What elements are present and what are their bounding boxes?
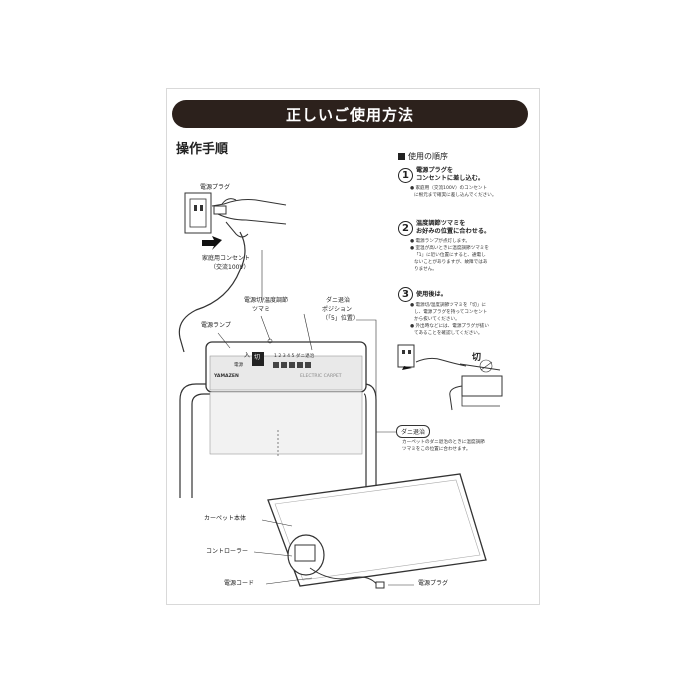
step-2-title-2: お好みの位置に合わせる。 <box>416 228 491 235</box>
controller-scale: 1 2 3 4 5 ダニ退治 <box>274 354 315 359</box>
step-1-note-1: ● 家庭用（交流100V）のコンセント <box>410 186 488 191</box>
wall-outlet-illustration <box>184 192 212 234</box>
label-knob-1: 電源切/温度調節 <box>244 297 289 304</box>
label-knob-2: ツマミ <box>252 306 271 313</box>
step-1-title-1: 電源プラグを <box>416 167 454 174</box>
step-3-note-5: てあることを確認してください。 <box>414 331 483 336</box>
label-power-cord: 電源コード <box>224 580 255 587</box>
controller-model: ELECTRIC CARPET <box>300 374 342 379</box>
usage-order-text: 使用の順序 <box>408 152 448 161</box>
controller-on-label: 入 <box>244 352 251 359</box>
label-controller: コントローラー <box>206 548 249 555</box>
step-3-title-1: 使用後は。 <box>416 291 447 298</box>
label-mite-2: ポジション <box>322 306 353 313</box>
label-mite-3: （「5」位置） <box>322 315 359 322</box>
section-title: 操作手順 <box>176 142 229 157</box>
step-3-note-3: から抜いてください。 <box>414 317 460 322</box>
label-power-plug-bottom: 電源プラグ <box>418 580 449 587</box>
label-carpet-body: カーペット本体 <box>204 515 247 522</box>
step-2-number: 2 <box>398 221 413 236</box>
power-cord-line <box>178 231 246 353</box>
banner-title: 正しいご使用方法 <box>172 100 528 128</box>
controller-brand: YAMAZEN <box>214 374 239 379</box>
controller-lamp-label: 電源 <box>234 363 244 368</box>
step3-outlet <box>397 344 415 368</box>
label-power-plug-top: 電源プラグ <box>200 184 231 191</box>
mite-box-text-1: カーペットのダニ退治のときに温度調節 <box>402 440 485 445</box>
insert-arrow-icon <box>202 236 222 250</box>
step-3-note-4: ● 外出時などには、電源プラグが抜い <box>410 324 489 329</box>
hand-plug-illustration <box>211 198 287 238</box>
step-1-note-2: に根元まで確実に差し込んでください。 <box>414 193 497 198</box>
step-2-note-4: ないことがありますが、故障ではあ <box>414 260 488 265</box>
step-1-number: 1 <box>398 168 413 183</box>
step-2-title-1: 温度調節ツマミを <box>416 220 466 227</box>
carpet-flap <box>209 391 363 455</box>
step-3-note-2: し、電源プラグを持ってコンセント <box>414 310 488 315</box>
mite-box-title: ダニ退治 <box>396 425 431 438</box>
label-power-lamp: 電源ランプ <box>201 322 231 329</box>
step-1-title-2: コンセントに差し込む。 <box>416 175 485 182</box>
label-household-outlet-1: 家庭用コンセント <box>202 255 251 262</box>
step-2-note-2: ● 室温が高いときに温度調節ツマミを <box>410 246 489 251</box>
step-2-note-5: りません。 <box>414 267 437 272</box>
usage-order-title: 使用の順序 <box>398 152 448 162</box>
controller-off-label: 切 <box>254 354 261 361</box>
step-2-note-1: ● 電源ランプが点灯します。 <box>410 239 470 244</box>
label-household-outlet-2: （交流100V） <box>210 264 250 271</box>
mite-box-text-2: ツマミをこの位置に合わせます。 <box>402 447 471 452</box>
carpet-power-cord <box>309 567 379 587</box>
step-3-note-1: ● 電源切/温度調節ツマミを「切」に <box>410 303 486 308</box>
label-mite-1: ダニ退治 <box>326 297 351 304</box>
step-3-off-label: 切 <box>472 353 482 363</box>
step-3-number: 3 <box>398 287 413 302</box>
square-bullet-icon <box>398 153 405 160</box>
step-2-note-3: 「1」に近い位置にすると、通電し <box>414 253 486 258</box>
